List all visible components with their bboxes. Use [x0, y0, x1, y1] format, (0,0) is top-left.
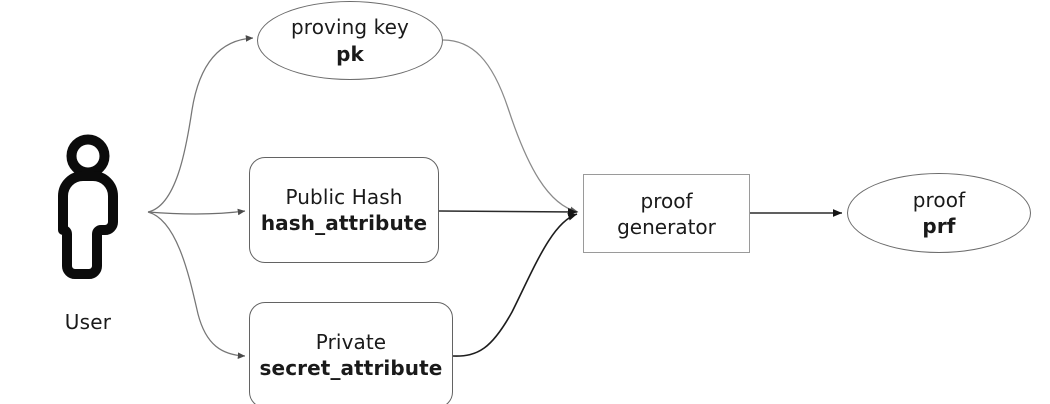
node-private-line-bottom: secret_attribute [259, 355, 443, 380]
node-proving-key-line-top: proving key [291, 14, 409, 39]
edge-proving-key-to-generator [442, 39, 579, 214]
edge-user-to-public-hash [147, 208, 246, 216]
node-proving-key-line-bottom: pk [336, 41, 364, 66]
node-proof-generator-line-top: proof [640, 188, 693, 213]
person-icon [49, 134, 127, 282]
edge-user-to-private [147, 211, 246, 359]
node-proof-generator-line-bottom: generator [617, 214, 716, 239]
node-proof[interactable]: proof prf [847, 173, 1031, 253]
node-public-hash-line-bottom: hash_attribute [260, 210, 428, 235]
node-private[interactable]: Private secret_attribute [249, 302, 453, 404]
node-public-hash-line-top: Public Hash [285, 184, 403, 209]
node-proof-line-top: proof [912, 187, 966, 212]
node-user-label: User [64, 310, 112, 334]
node-user[interactable]: User [28, 130, 148, 360]
node-proving-key[interactable]: proving key pk [257, 1, 443, 80]
node-proof-line-bottom: prf [922, 213, 956, 238]
node-private-line-top: Private [315, 329, 387, 354]
edge-user-to-proving-key [147, 35, 254, 213]
edge-public-hash-to-generator [438, 208, 578, 216]
edge-private-to-generator [452, 213, 578, 357]
node-proof-generator[interactable]: proof generator [583, 174, 750, 253]
node-public-hash[interactable]: Public Hash hash_attribute [249, 157, 439, 263]
